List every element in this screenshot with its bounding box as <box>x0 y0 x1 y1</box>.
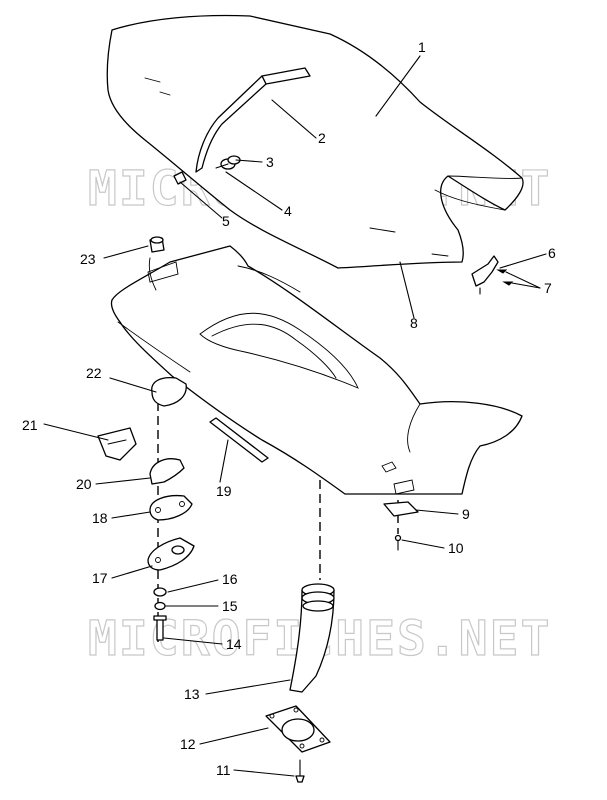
bumper-block <box>151 376 187 407</box>
base-bracket <box>383 501 419 517</box>
bolt <box>153 615 167 641</box>
callout-5: 5 <box>222 213 230 229</box>
seat-latch <box>471 255 514 295</box>
gasket-screw <box>295 759 305 783</box>
latch-mount <box>147 537 195 571</box>
screw-and-washer <box>215 155 241 170</box>
gasket-plate <box>265 705 331 753</box>
callout-20: 20 <box>76 476 92 492</box>
callout-16: 16 <box>222 571 238 587</box>
air-duct-tube <box>289 583 335 693</box>
strap-nut <box>173 171 187 185</box>
trim-strip <box>209 417 269 463</box>
seat-strap <box>195 67 311 173</box>
callout-13: 13 <box>184 686 200 702</box>
callout-11: 11 <box>216 762 231 778</box>
callout-9: 9 <box>462 506 470 522</box>
seat-clip <box>97 427 137 461</box>
leader-lines <box>43 55 547 777</box>
callout-12: 12 <box>180 736 196 752</box>
seat-base <box>110 245 523 495</box>
callout-1: 1 <box>418 39 426 55</box>
latch-plate <box>149 494 193 521</box>
callout-8: 8 <box>410 315 418 331</box>
lock-washer <box>154 601 166 611</box>
callout-15: 15 <box>222 598 238 614</box>
callout-4: 4 <box>284 203 292 219</box>
seat-cushion <box>106 14 524 269</box>
callout-23: 23 <box>80 251 96 267</box>
washer <box>153 587 167 597</box>
callout-7: 7 <box>544 280 552 296</box>
callout-22: 22 <box>86 365 102 381</box>
callout-19: 19 <box>216 483 232 499</box>
callout-17: 17 <box>92 570 108 586</box>
callout-2: 2 <box>318 130 326 146</box>
callout-6: 6 <box>548 245 556 261</box>
callout-10: 10 <box>448 540 464 556</box>
grommet <box>149 236 165 253</box>
callout-14: 14 <box>226 636 242 652</box>
callout-21: 21 <box>22 417 38 433</box>
callout-3: 3 <box>266 154 274 170</box>
latch-hook <box>149 458 185 485</box>
callout-18: 18 <box>92 510 108 526</box>
rivet <box>394 534 402 551</box>
